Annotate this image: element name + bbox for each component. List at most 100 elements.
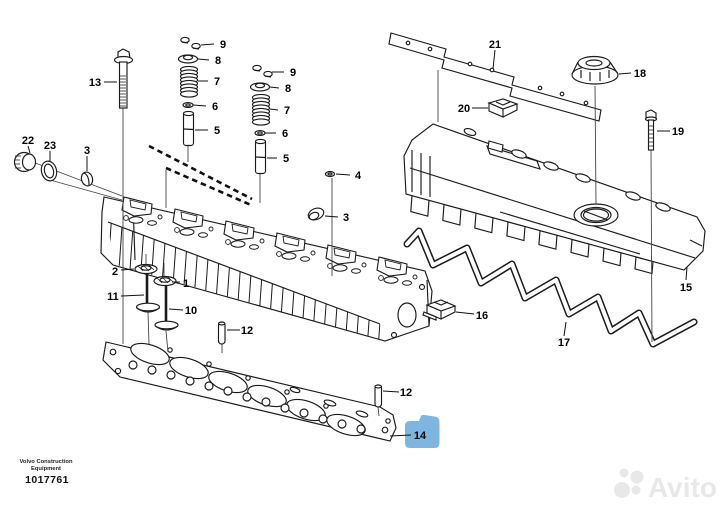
callout-12-b: 12 (382, 387, 412, 399)
callout-10: 10 (168, 305, 197, 317)
head-end-face (390, 279, 430, 339)
small-plug-4 (324, 170, 336, 178)
callout-19: 19 (657, 126, 684, 138)
svg-text:22: 22 (22, 135, 34, 147)
callout-20: 20 (458, 103, 488, 115)
callout-14-highlighted: 14 (389, 414, 440, 448)
callout-6-b: 6 (265, 128, 288, 140)
svg-text:2: 2 (112, 266, 118, 278)
watermark-text: Avito (648, 472, 717, 503)
brand-line1: Volvo Construction (19, 459, 72, 465)
svg-text:21: 21 (489, 39, 501, 51)
callout-8-b: 8 (269, 83, 291, 95)
svg-text:11: 11 (107, 291, 119, 303)
svg-text:9: 9 (220, 39, 226, 51)
valve-10 (154, 285, 179, 331)
callout-2: 2 (112, 266, 135, 278)
svg-text:19: 19 (672, 126, 684, 138)
mounting-bracket (388, 32, 602, 122)
valve-11 (135, 273, 161, 313)
brand-line2: Equipment (31, 466, 61, 472)
svg-text:14: 14 (414, 430, 427, 442)
svg-text:17: 17 (558, 337, 570, 349)
callout-5-a: 5 (195, 125, 220, 137)
svg-text:12: 12 (241, 325, 253, 337)
valve-train-set-a (177, 36, 201, 147)
callout-9-b: 9 (272, 67, 296, 79)
wiring-clip-20 (487, 98, 519, 118)
svg-text:3: 3 (343, 212, 349, 224)
callout-7-b: 7 (269, 105, 290, 117)
svg-text:7: 7 (214, 76, 220, 88)
head-rib-band (108, 222, 385, 341)
highlight-box (405, 414, 440, 448)
svg-text:5: 5 (283, 153, 289, 165)
callout-7-a: 7 (198, 76, 220, 88)
callout-11: 11 (107, 291, 145, 303)
valve-train-set-b (249, 64, 273, 175)
hex-bolt-19 (644, 109, 658, 151)
valve-stem-seal-1 (153, 275, 177, 287)
head-gasket (102, 341, 397, 442)
svg-text:13: 13 (89, 77, 101, 89)
valve-stem-seal-2 (134, 263, 158, 275)
svg-text:9: 9 (290, 67, 296, 79)
oil-filler-cap (571, 55, 619, 85)
callout-8-a: 8 (197, 55, 221, 67)
svg-text:23: 23 (44, 140, 56, 152)
svg-text:1: 1 (183, 278, 189, 290)
wiring-clip-16 (422, 299, 457, 321)
callout-4: 4 (335, 170, 362, 182)
svg-text:5: 5 (214, 125, 220, 137)
svg-text:15: 15 (680, 282, 692, 294)
valve-cover (403, 123, 706, 275)
callout-5-b: 5 (267, 153, 289, 165)
callout-13: 13 (89, 77, 117, 89)
valve-cover-gasket (403, 227, 698, 348)
svg-text:16: 16 (476, 310, 488, 322)
callout-12-a: 12 (227, 325, 253, 337)
svg-text:10: 10 (185, 305, 197, 317)
callout-16: 16 (455, 310, 488, 322)
assembly-guide-dashed (148, 144, 253, 207)
avito-logo-icon (614, 468, 644, 498)
svg-text:8: 8 (285, 83, 291, 95)
callout-3-b: 3 (324, 212, 349, 224)
cup-plug-3b (307, 207, 325, 221)
callout-17: 17 (558, 321, 570, 349)
valve-cover-bolt-bosses (410, 194, 654, 275)
callout-21: 21 (489, 39, 501, 70)
dowel-pin-12b (374, 384, 383, 408)
callouts: 13 9 8 7 6 5 9 8 7 6 5 22 23 3 4 3 2 1 1… (22, 39, 692, 448)
valve-cover-top-holes (463, 127, 671, 212)
document-number: 1017761 (25, 474, 69, 486)
flange-bolt-13 (113, 48, 134, 109)
svg-text:12: 12 (400, 387, 412, 399)
oil-gallery-plug-22 (13, 151, 37, 173)
svg-text:18: 18 (634, 68, 646, 80)
dowel-pin-12a (217, 321, 226, 345)
callout-3-a: 3 (84, 145, 90, 171)
cylinder-head (100, 196, 433, 342)
svg-text:3: 3 (84, 145, 90, 157)
cup-plug-3a (80, 171, 94, 187)
callout-18: 18 (618, 68, 646, 80)
svg-text:6: 6 (282, 128, 288, 140)
svg-text:8: 8 (215, 55, 221, 67)
callout-23: 23 (44, 140, 56, 161)
callout-15: 15 (680, 266, 692, 294)
svg-text:4: 4 (355, 170, 362, 182)
callout-22: 22 (22, 135, 34, 154)
svg-text:7: 7 (284, 105, 290, 117)
avito-watermark: Avito (614, 468, 717, 503)
gasket-coolant-holes (109, 347, 391, 434)
svg-text:6: 6 (212, 101, 218, 113)
callout-9-a: 9 (200, 39, 226, 51)
sealing-ring-23 (40, 160, 58, 182)
svg-text:20: 20 (458, 103, 470, 115)
callout-1: 1 (172, 278, 189, 290)
footer: Volvo Construction Equipment 1017761 (19, 459, 72, 486)
callout-6-a: 6 (192, 101, 218, 113)
